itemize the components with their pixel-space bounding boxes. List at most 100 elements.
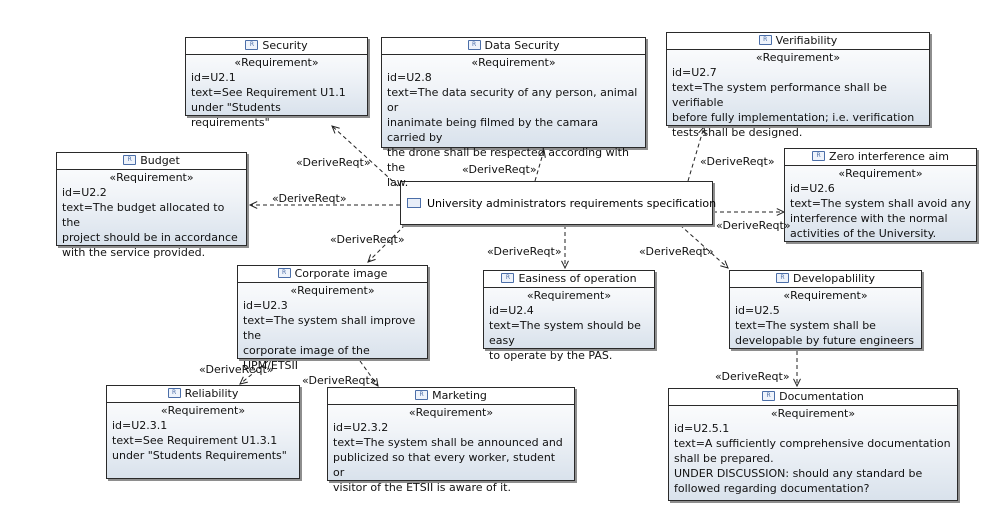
requirement-id: id=U2.3 [243,299,288,312]
derive-label: «DeriveReqt» [639,245,714,258]
requirement-stereotype: «Requirement» [838,167,923,180]
arrowhead-icon [538,148,546,158]
requirement-name: Developablility [792,272,876,285]
requirement-icon: R [123,155,137,165]
derive-edge[interactable] [331,125,399,187]
arrowhead-icon [331,125,340,134]
derive-edge[interactable] [359,360,379,387]
requirement-id: id=U2.2 [62,186,107,199]
requirement-text: text=The system should be easy to operat… [489,319,641,362]
requirement-icon: R [277,268,291,278]
requirement-name: Budget [140,154,180,167]
derive-label: «DeriveReqt» [302,374,377,387]
derive-label: «DeriveReqt» [296,156,371,169]
derive-label: «DeriveReqt» [199,363,274,376]
requirement-stereotype: «Requirement» [408,406,494,419]
requirement-name: Security [262,39,308,52]
requirement-icon: R [167,388,181,398]
requirement-id: id=U2.3.1 [112,419,168,432]
requirement-id: id=U2.1 [191,71,236,84]
arrowhead-icon [720,260,729,269]
arrowhead-icon [248,201,258,209]
requirement-stereotype: «Requirement» [526,289,612,302]
requirement-text: text=A sufficiently comprehensive docume… [674,437,951,495]
requirement-icon: R [762,391,776,401]
requirement-text: text=The budget allocated to the project… [62,201,238,259]
derive-edge[interactable] [239,360,269,385]
requirement-stereotype: «Requirement» [109,171,194,184]
requirement-name: Verifiability [775,34,838,47]
derive-label: «DeriveReqt» [330,233,405,246]
requirement-id: id=U2.8 [387,71,432,84]
derive-edge[interactable] [679,224,729,269]
requirement-icon: R [501,273,515,283]
requirement-text: text=The system shall avoid any interfer… [790,197,971,240]
derive-edge[interactable] [534,149,545,182]
requirement-name: Documentation [779,390,864,403]
arrowhead-icon [698,125,706,135]
requirement-icon: R [812,151,826,161]
requirement-stereotype: «Requirement» [471,56,556,69]
arrowhead-icon [239,376,248,385]
requirement-id: id=U2.5 [735,304,780,317]
requirement-icon: R [415,390,429,400]
requirement-id: id=U2.5.1 [674,422,730,435]
derive-label: «DeriveReqt» [716,219,791,232]
requirement-name: Corporate image [294,267,388,280]
requirement-stereotype: «Requirement» [770,407,856,420]
requirement-stereotype: «Requirement» [290,284,375,297]
university-admin-spec-package[interactable]: University administrators requirements s… [400,181,717,225]
requirement-text: text=See Requirement U1.1 under "Student… [191,86,346,129]
derive-label: «DeriveReqt» [462,163,537,176]
requirement-id: id=U2.7 [672,66,717,79]
arrowhead-icon [367,254,376,263]
requirement-name: Zero interference aim [829,150,949,163]
requirement-icon: R [467,40,481,50]
requirement-id: id=U2.6 [790,182,835,195]
derive-label: «DeriveReqt» [715,370,790,383]
folder-icon [407,198,421,208]
requirement-text: text=The system shall improve the corpor… [243,314,416,372]
requirement-name: Reliability [184,387,239,400]
derive-edge[interactable] [687,126,705,182]
requirement-icon: R [758,35,772,45]
requirement-stereotype: «Requirement» [160,404,246,417]
requirement-id: id=U2.4 [489,304,534,317]
requirement-id: id=U2.3.2 [333,421,389,434]
arrowhead-icon [561,260,569,270]
requirement-name: Easiness of operation [518,272,637,285]
derive-label: «DeriveReqt» [487,245,562,258]
requirement-stereotype: «Requirement» [234,56,319,69]
requirement-text: text=The system shall be announced and p… [333,436,563,494]
derive-edge[interactable] [367,224,406,263]
requirement-stereotype: «Requirement» [783,289,868,302]
requirement-text: text=The system performance shall be ver… [672,81,915,139]
requirement-icon: R [245,40,259,50]
package-label: University administrators requirements s… [427,197,717,210]
requirement-text: text=See Requirement U1.3.1 under "Stude… [112,434,287,462]
requirement-name: Marketing [432,389,487,402]
derive-label: «DeriveReqt» [700,155,775,168]
derive-label: «DeriveReqt» [272,192,347,205]
